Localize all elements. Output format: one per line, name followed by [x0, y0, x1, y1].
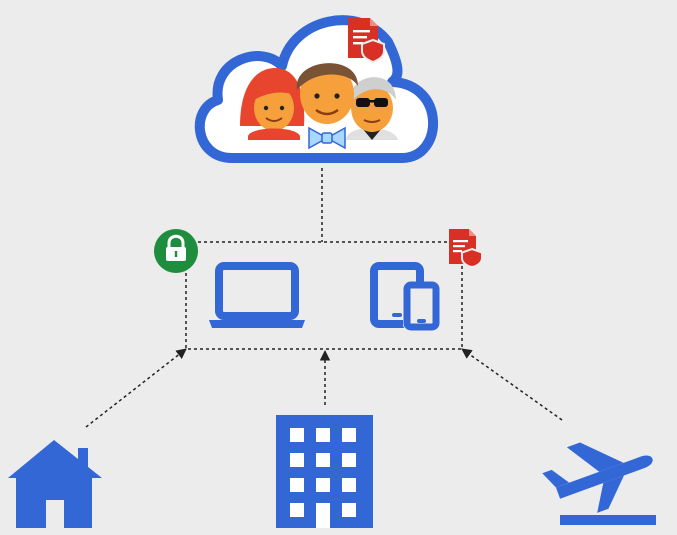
tablet-phone-icon	[370, 262, 440, 331]
user-woman-icon	[240, 68, 305, 140]
document-shield-icon	[348, 18, 385, 64]
document-shield-icon	[449, 229, 483, 269]
user-man-sunglasses-icon	[346, 77, 398, 140]
managed-devices-boundary	[185, 241, 463, 350]
home-icon	[8, 440, 102, 528]
laptop-icon	[209, 262, 305, 328]
home-access-arrow	[85, 348, 187, 428]
airplane-departure-icon	[542, 442, 656, 525]
travel-access-arrow	[461, 348, 563, 421]
user-man-bowtie-icon	[296, 63, 358, 152]
lock-icon	[154, 229, 198, 273]
office-building-icon	[276, 415, 373, 528]
users-group-icon	[240, 63, 398, 152]
